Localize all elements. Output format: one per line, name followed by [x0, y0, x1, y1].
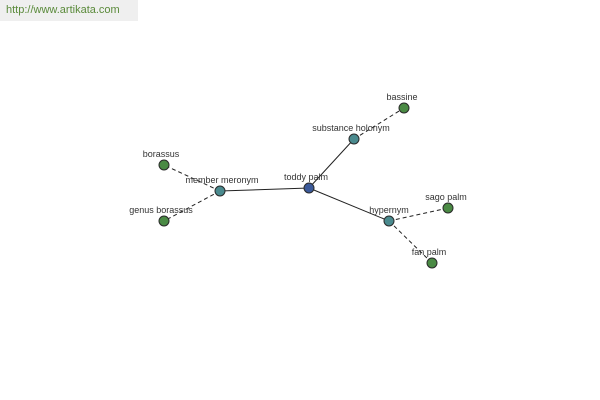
edge-toddy-member	[219, 187, 310, 192]
node-label-borassus[interactable]: borassus	[143, 149, 180, 159]
node-label-substance[interactable]: substance holonym	[312, 123, 390, 133]
node-genus[interactable]: genus borassus	[129, 205, 193, 227]
node-marker-hypernym[interactable]	[383, 215, 395, 227]
site-url-link[interactable]: http://www.artikata.com	[6, 4, 120, 16]
nodes-layer: toddy palm member meronym substance holony…	[129, 92, 467, 269]
edge-hypernym-sago	[388, 207, 449, 222]
edge-member-genus	[163, 190, 221, 222]
node-hypernym[interactable]: hypernym	[369, 205, 409, 227]
node-label-toddy[interactable]: toddy palm	[284, 172, 328, 182]
node-label-fan[interactable]: fan palm	[412, 247, 447, 257]
node-marker-substance[interactable]	[348, 133, 360, 145]
node-label-genus[interactable]: genus borassus	[129, 205, 193, 215]
node-member[interactable]: member meronym	[185, 175, 259, 197]
edge-toddy-substance	[308, 138, 355, 189]
node-marker-member[interactable]	[214, 185, 226, 197]
edge-member-borassus	[163, 164, 221, 192]
edge-toddy-hypernym	[308, 187, 390, 222]
node-marker-borassus[interactable]	[158, 159, 170, 171]
edge-substance-bassine	[353, 107, 405, 140]
node-label-member[interactable]: member meronym	[185, 175, 258, 185]
edges-layer	[163, 107, 449, 264]
node-borassus[interactable]: borassus	[143, 149, 180, 171]
node-label-bassine[interactable]: bassine	[386, 92, 417, 102]
node-sago[interactable]: sago palm	[425, 192, 467, 214]
node-substance[interactable]: substance holonym	[312, 123, 390, 145]
node-marker-bassine[interactable]	[398, 102, 410, 114]
node-label-sago[interactable]: sago palm	[425, 192, 467, 202]
node-label-hypernym[interactable]: hypernym	[369, 205, 409, 215]
url-bar: http://www.artikata.com	[0, 0, 138, 21]
node-marker-fan[interactable]	[426, 257, 438, 269]
edge-hypernym-fan	[388, 220, 433, 264]
node-bassine[interactable]: bassine	[386, 92, 418, 114]
node-toddy[interactable]: toddy palm	[284, 172, 328, 194]
node-marker-sago[interactable]	[442, 202, 454, 214]
node-marker-genus[interactable]	[158, 215, 170, 227]
node-fan[interactable]: fan palm	[412, 247, 447, 269]
node-marker-toddy[interactable]	[303, 182, 315, 194]
